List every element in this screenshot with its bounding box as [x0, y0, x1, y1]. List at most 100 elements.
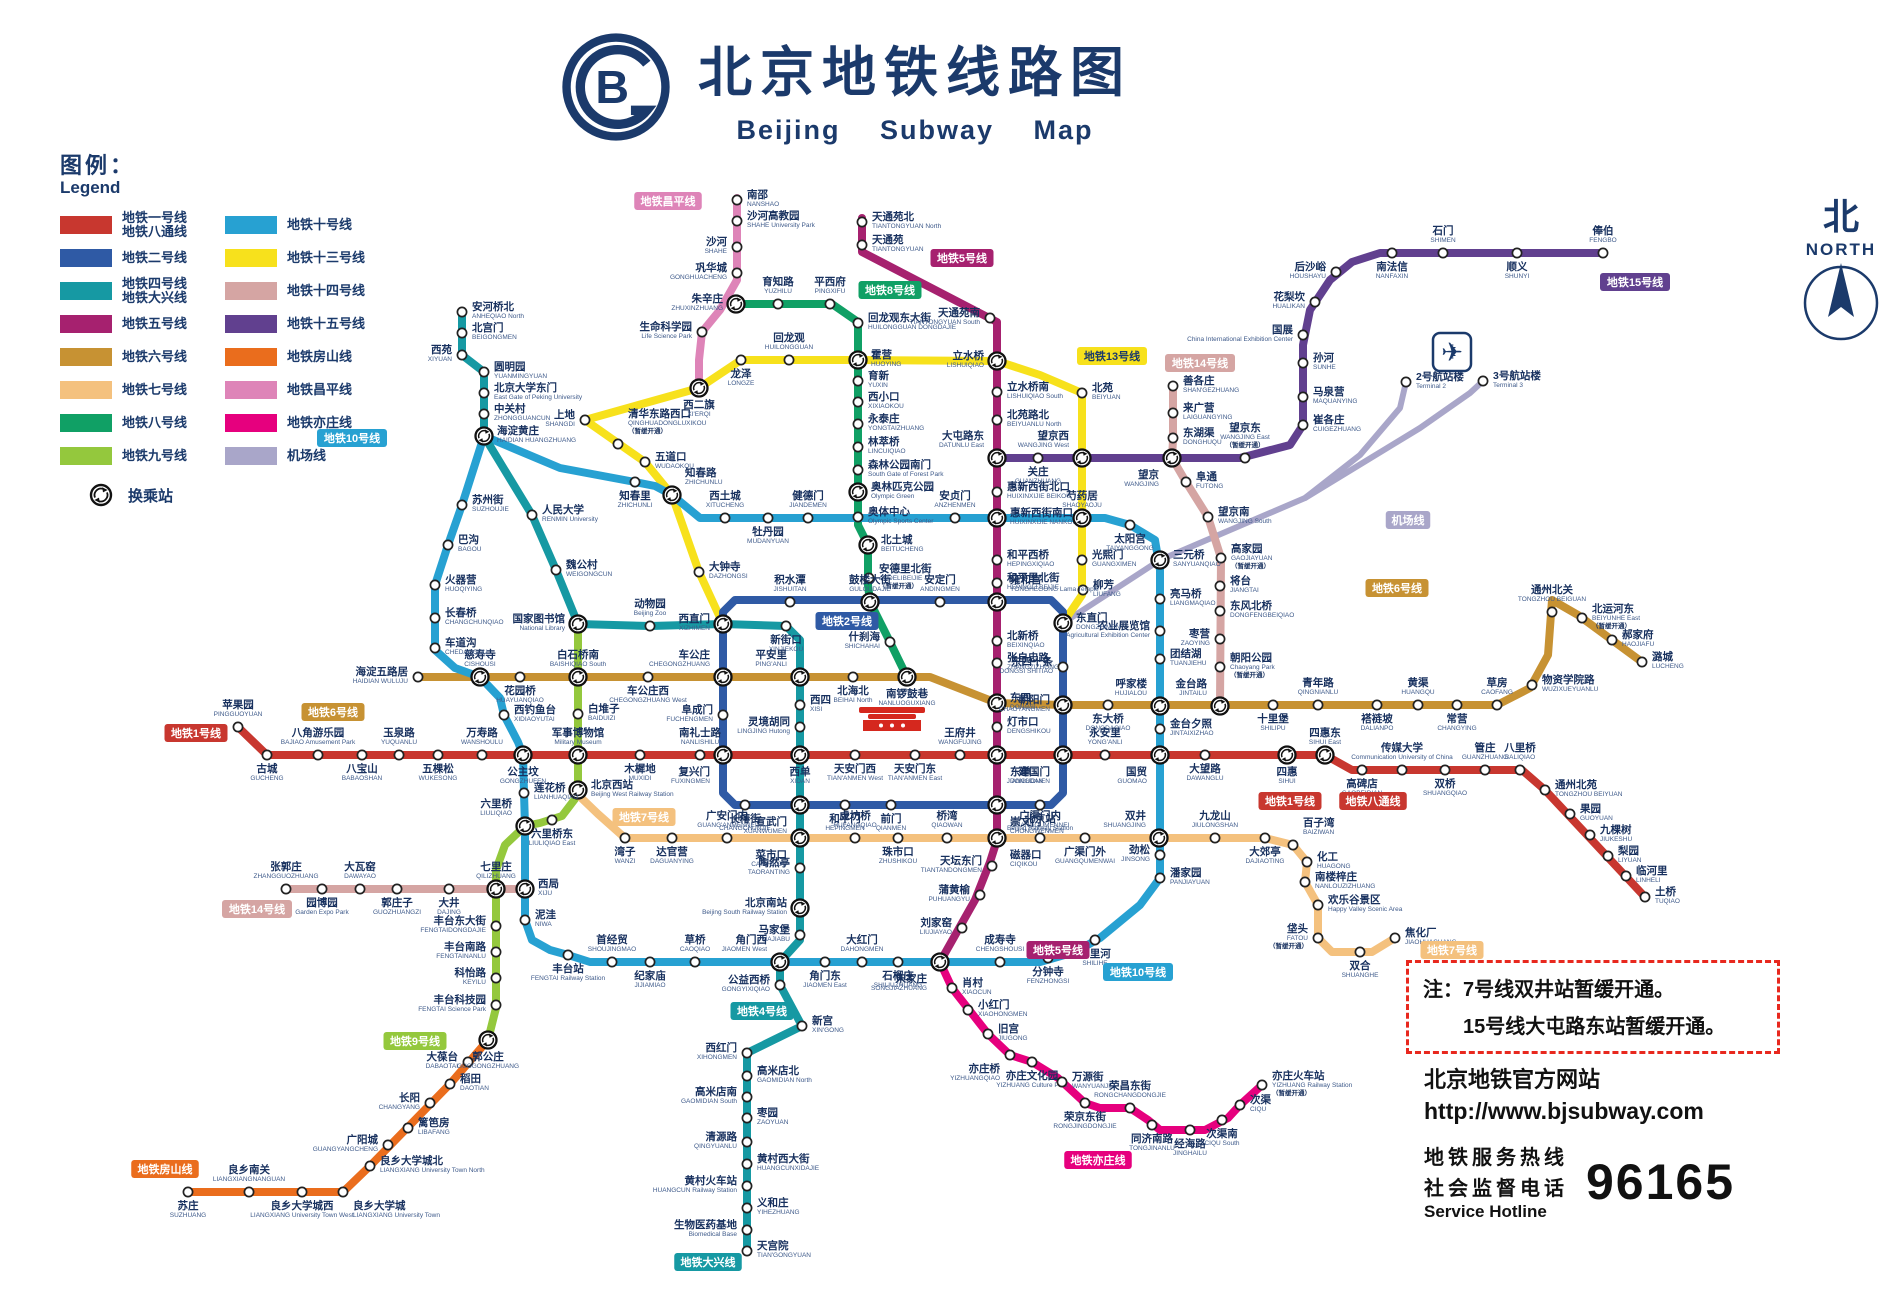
north-indicator: 北 NORTH [1786, 188, 1896, 351]
station-label: DAGUANYING [650, 858, 694, 865]
station-label: 良乡大学城西 [271, 1199, 334, 1212]
station-label: 长春桥 [445, 606, 477, 619]
station-label: YIHEZHUANG [757, 1209, 800, 1216]
station-label: WANYUANJIE [1072, 1083, 1115, 1090]
station-label: 关庄 [1028, 465, 1050, 478]
station-label: 西苑 [431, 343, 452, 356]
station-label: 长阳 [399, 1091, 420, 1104]
station-label: TIANTONGYUAN North [872, 223, 942, 230]
station-label: 天安门西 [834, 762, 876, 775]
station-label: JINTAIXIZHAO [1170, 730, 1214, 737]
station-label: YIZHUANG Railway Station [1272, 1082, 1353, 1089]
legend-item: 地铁亦庄线 [225, 406, 400, 439]
station-label: RENMIN University [542, 516, 599, 523]
station-label: 苏庄 [178, 1199, 199, 1212]
station-label: 上地 [554, 408, 575, 421]
station-label: GONGZHUFEN [500, 778, 547, 785]
station-label: CIQU [1250, 1106, 1267, 1113]
station-label: TUQIAO [1655, 898, 1680, 905]
station-label: 潘家园 [1170, 866, 1202, 879]
station-label: SHILIHE [1082, 960, 1108, 967]
station-label: FENGTAI Science Park [418, 1006, 487, 1013]
station-label: 通州北苑 [1555, 778, 1597, 791]
station-label: （暂缓开通） [628, 426, 667, 435]
station-label: 农业展览馆 [1097, 619, 1151, 632]
station-label: LINGJING Hutong [737, 728, 790, 735]
station-label: GAOMIDIAN North [757, 1077, 812, 1084]
station-label: XIJU [538, 890, 552, 897]
legend-item-label: 地铁十四号线 [287, 282, 366, 298]
station-label: 惠新西街南口 [1010, 506, 1073, 519]
legend-color-swatch [225, 380, 277, 399]
station-label: 四惠 [1277, 765, 1299, 778]
line-badge-l14e: 地铁14号线 [1165, 354, 1235, 372]
station-label: YUANMINGYUAN [494, 373, 547, 380]
station-label: LIANHUAQIAO [534, 794, 578, 801]
station-label: 东四十条 [1011, 655, 1053, 668]
station-label: 马家堡 [759, 923, 791, 936]
station-label: HEPINGLI BEIJIE [1007, 584, 1060, 591]
official-site-url[interactable]: http://www.bjsubway.com [1424, 1098, 1704, 1124]
station-label: 湾子 [615, 845, 636, 858]
station-label: 2号航站楼 [1416, 370, 1464, 383]
station-label: SUZHOUJIE [472, 506, 510, 513]
station-label: 车公庄 [679, 648, 711, 661]
svg-text:地铁2号线: 地铁2号线 [822, 614, 872, 628]
station-label: BEIGONGMEN [472, 334, 517, 341]
station-label: 次渠 [1250, 1093, 1272, 1106]
legend-color-swatch [225, 347, 277, 366]
station-label: SHUANGQIAO [1423, 790, 1467, 797]
station-label: 三元桥 [1173, 548, 1205, 561]
station-label: YUQUANLU [381, 739, 417, 746]
station-label: 管庄 [1475, 741, 1497, 754]
station-label: 公主坟 [507, 765, 539, 778]
station-label: YONGHEGONG Lama Temple [1010, 586, 1099, 593]
station-label: 大瓦窑 [344, 860, 376, 873]
station-label: XISI [810, 706, 822, 713]
station-label: 万寿路 [465, 726, 498, 739]
station-label: 苏州街 [472, 493, 504, 506]
station-label: SHUANGJING [1103, 822, 1146, 829]
station-label: 西二旗 [683, 398, 715, 411]
station-label: 科怡路 [455, 966, 487, 979]
station-label: 东直门 [1076, 611, 1108, 624]
station-label: HUOYING [871, 361, 901, 368]
station-label: ZAOYUAN [757, 1119, 789, 1126]
svg-text:地铁房山线: 地铁房山线 [138, 1162, 193, 1176]
station-label: 珠市口 [882, 845, 914, 858]
station-label: National Library [519, 625, 565, 632]
station-label: 望京东 [1229, 421, 1261, 434]
station-label: HUILONGGUAN DONGDAJIE [868, 324, 957, 331]
station-label: GONGHUACHENG [670, 274, 727, 281]
station-label: 海淀黄庄 [497, 424, 539, 437]
